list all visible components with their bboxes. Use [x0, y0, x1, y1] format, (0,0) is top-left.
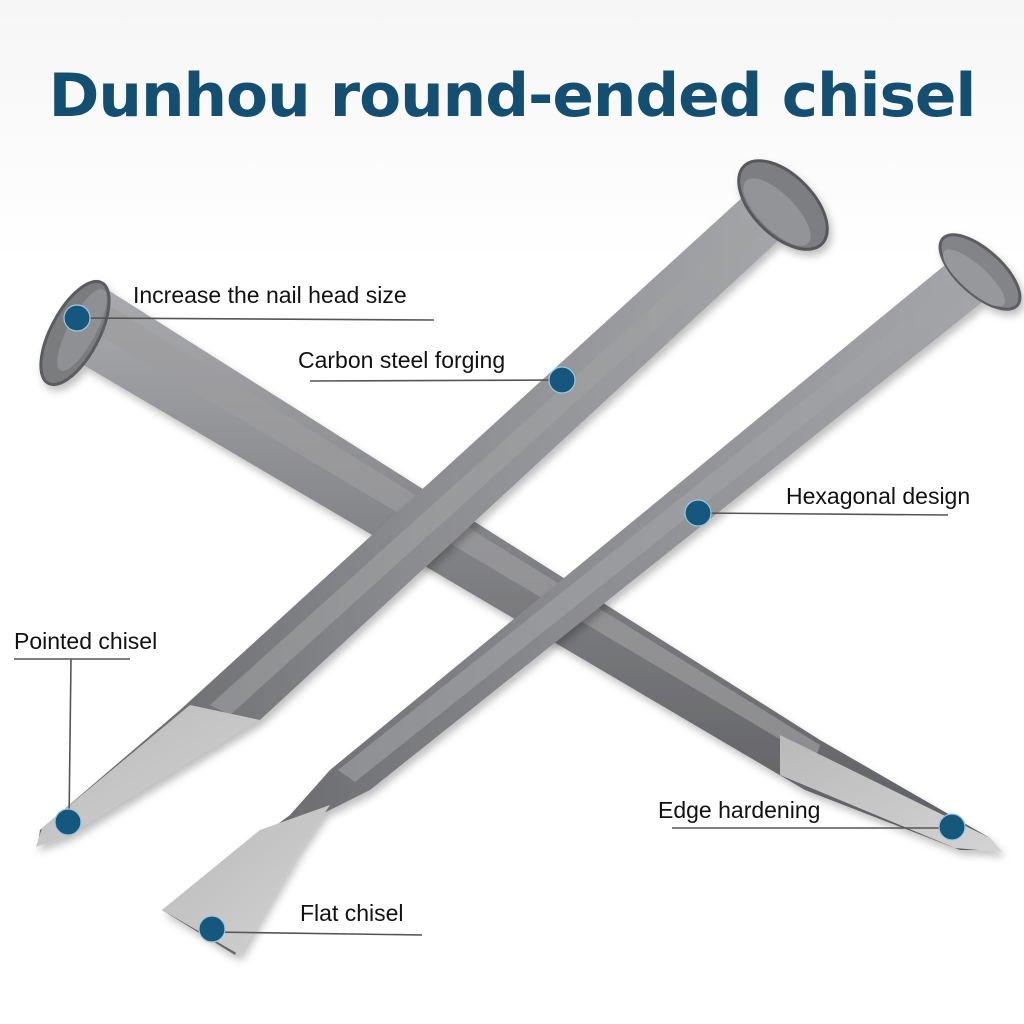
marker-dot-icon	[548, 366, 576, 394]
page-title: Dunhou round-ended chisel	[48, 61, 977, 131]
marker-dot-icon	[938, 813, 966, 841]
leader-line-nail-head	[76, 317, 435, 321]
marker-dot-icon	[63, 304, 91, 332]
marker-dot-icon	[198, 915, 226, 943]
leader-line-flat	[211, 931, 423, 936]
callout-nail-head: Increase the nail head size	[133, 282, 407, 308]
markers	[54, 304, 966, 943]
leader-line-carbon-steel	[309, 379, 563, 382]
background	[0, 0, 1024, 260]
leader-line-pointed-vertical	[68, 658, 72, 823]
callout-edge-hardening: Edge hardening	[658, 797, 821, 823]
marker-dot-icon	[54, 808, 82, 836]
chisel-flat	[162, 233, 1022, 955]
leader-line-hexagonal	[697, 512, 949, 516]
callout-carbon-steel: Carbon steel forging	[298, 347, 506, 373]
callout-flat-chisel: Flat chisel	[300, 900, 404, 926]
callout-hexagonal: Hexagonal design	[786, 483, 971, 509]
callout-pointed-chisel: Pointed chisel	[14, 628, 158, 654]
marker-dot-icon	[684, 499, 712, 527]
chisel-pointed	[36, 159, 829, 847]
leader-lines	[14, 317, 952, 936]
